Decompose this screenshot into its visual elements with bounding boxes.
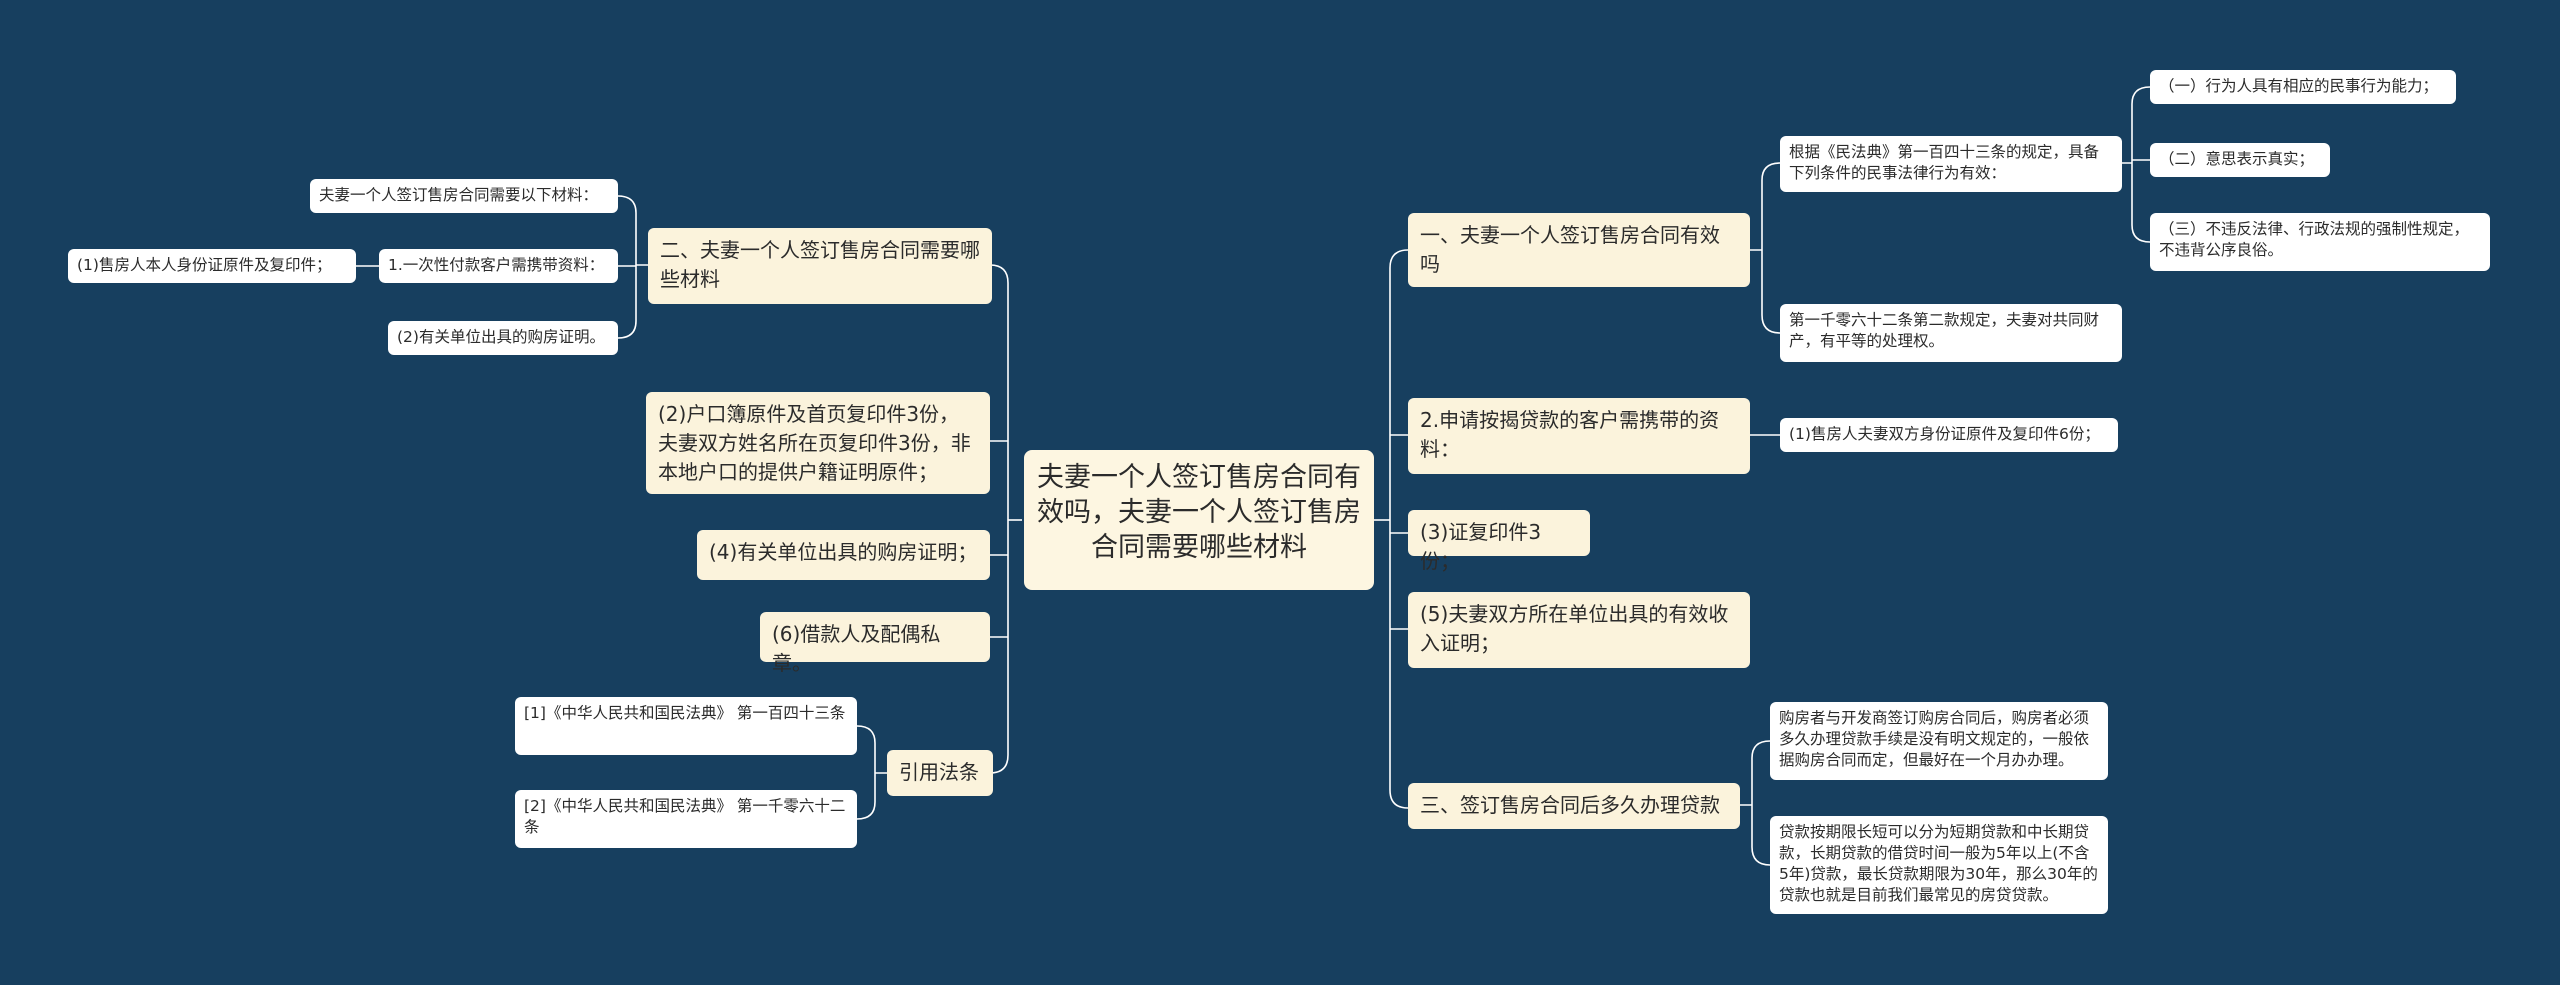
topic-civil-code-143[interactable]: 根据《民法典》第一百四十三条的规定，具备下列条件的民事法律行为有效：: [1780, 136, 2122, 192]
topic-unit-purchase-proof[interactable]: (4)有关单位出具的购房证明；: [697, 530, 990, 580]
root-topic[interactable]: 夫妻一个人签订售房合同有效吗，夫妻一个人签订售房合同需要哪些材料: [1024, 450, 1374, 590]
item-full-payment-docs[interactable]: 1.一次性付款客户需携带资料：: [379, 249, 618, 283]
topic-mortgage-documents[interactable]: 2.申请按揭贷款的客户需携带的资料：: [1408, 398, 1750, 474]
link-r1-children: [1750, 162, 1781, 334]
link-l1-children: [617, 195, 648, 339]
item-couple-id-copies[interactable]: (1)售房人夫妻双方身份证原件及复印件6份；: [1780, 418, 2118, 452]
item-loan-timing-detail[interactable]: 购房者与开发商签订购房合同后，购房者必须多久办理贷款手续是没有明文规定的，一般依…: [1770, 702, 2108, 780]
link-r1c1-items: [2122, 86, 2151, 243]
item-seller-id-copies[interactable]: (1)售房人本人身份证原件及复印件；: [68, 249, 356, 283]
topic-income-proof[interactable]: (5)夫妻双方所在单位出具的有效收入证明；: [1408, 592, 1750, 668]
topic-contract-validity[interactable]: 一、夫妻一个人签订售房合同有效吗: [1408, 213, 1750, 287]
item-materials-intro[interactable]: 夫妻一个人签订售房合同需要以下材料：: [310, 179, 618, 213]
link-right-trunk: [1389, 249, 1409, 809]
topic-required-materials[interactable]: 二、夫妻一个人签订售房合同需要哪些材料: [648, 228, 992, 304]
item-loan-term-detail[interactable]: 贷款按期限长短可以分为短期贷款和中长期贷款，长期贷款的借贷时间一般为5年以上(不…: [1770, 816, 2108, 914]
topic-cited-laws[interactable]: 引用法条: [887, 750, 993, 796]
topic-certificate-copies[interactable]: (3)证复印件3份；: [1408, 510, 1590, 573]
item-true-intention[interactable]: （二）意思表示真实；: [2150, 143, 2330, 177]
link-l5-children: [856, 725, 887, 820]
topic-household-register[interactable]: (2)户口簿原件及首页复印件3份，夫妻双方姓名所在页复印件3份，非本地户口的提供…: [646, 392, 990, 494]
item-capacity[interactable]: （一）行为人具有相应的民事行为能力；: [2150, 70, 2456, 104]
topic-article-1062[interactable]: 第一千零六十二条第二款规定，夫妻对共同财产，有平等的处理权。: [1780, 304, 2122, 362]
citation-article-1062[interactable]: [2]《中华人民共和国民法典》 第一千零六十二条: [515, 790, 857, 848]
citation-article-143[interactable]: [1]《中华人民共和国民法典》 第一百四十三条: [515, 697, 857, 755]
link-left-trunk: [989, 264, 1009, 774]
item-purchase-proof[interactable]: (2)有关单位出具的购房证明。: [388, 321, 618, 355]
topic-private-seal[interactable]: (6)借款人及配偶私章。: [760, 612, 990, 675]
item-no-violation[interactable]: （三）不违反法律、行政法规的强制性规定，不违背公序良俗。: [2150, 213, 2490, 271]
topic-loan-timing[interactable]: 三、签订售房合同后多久办理贷款: [1408, 783, 1740, 829]
link-r5-children: [1740, 740, 1771, 866]
